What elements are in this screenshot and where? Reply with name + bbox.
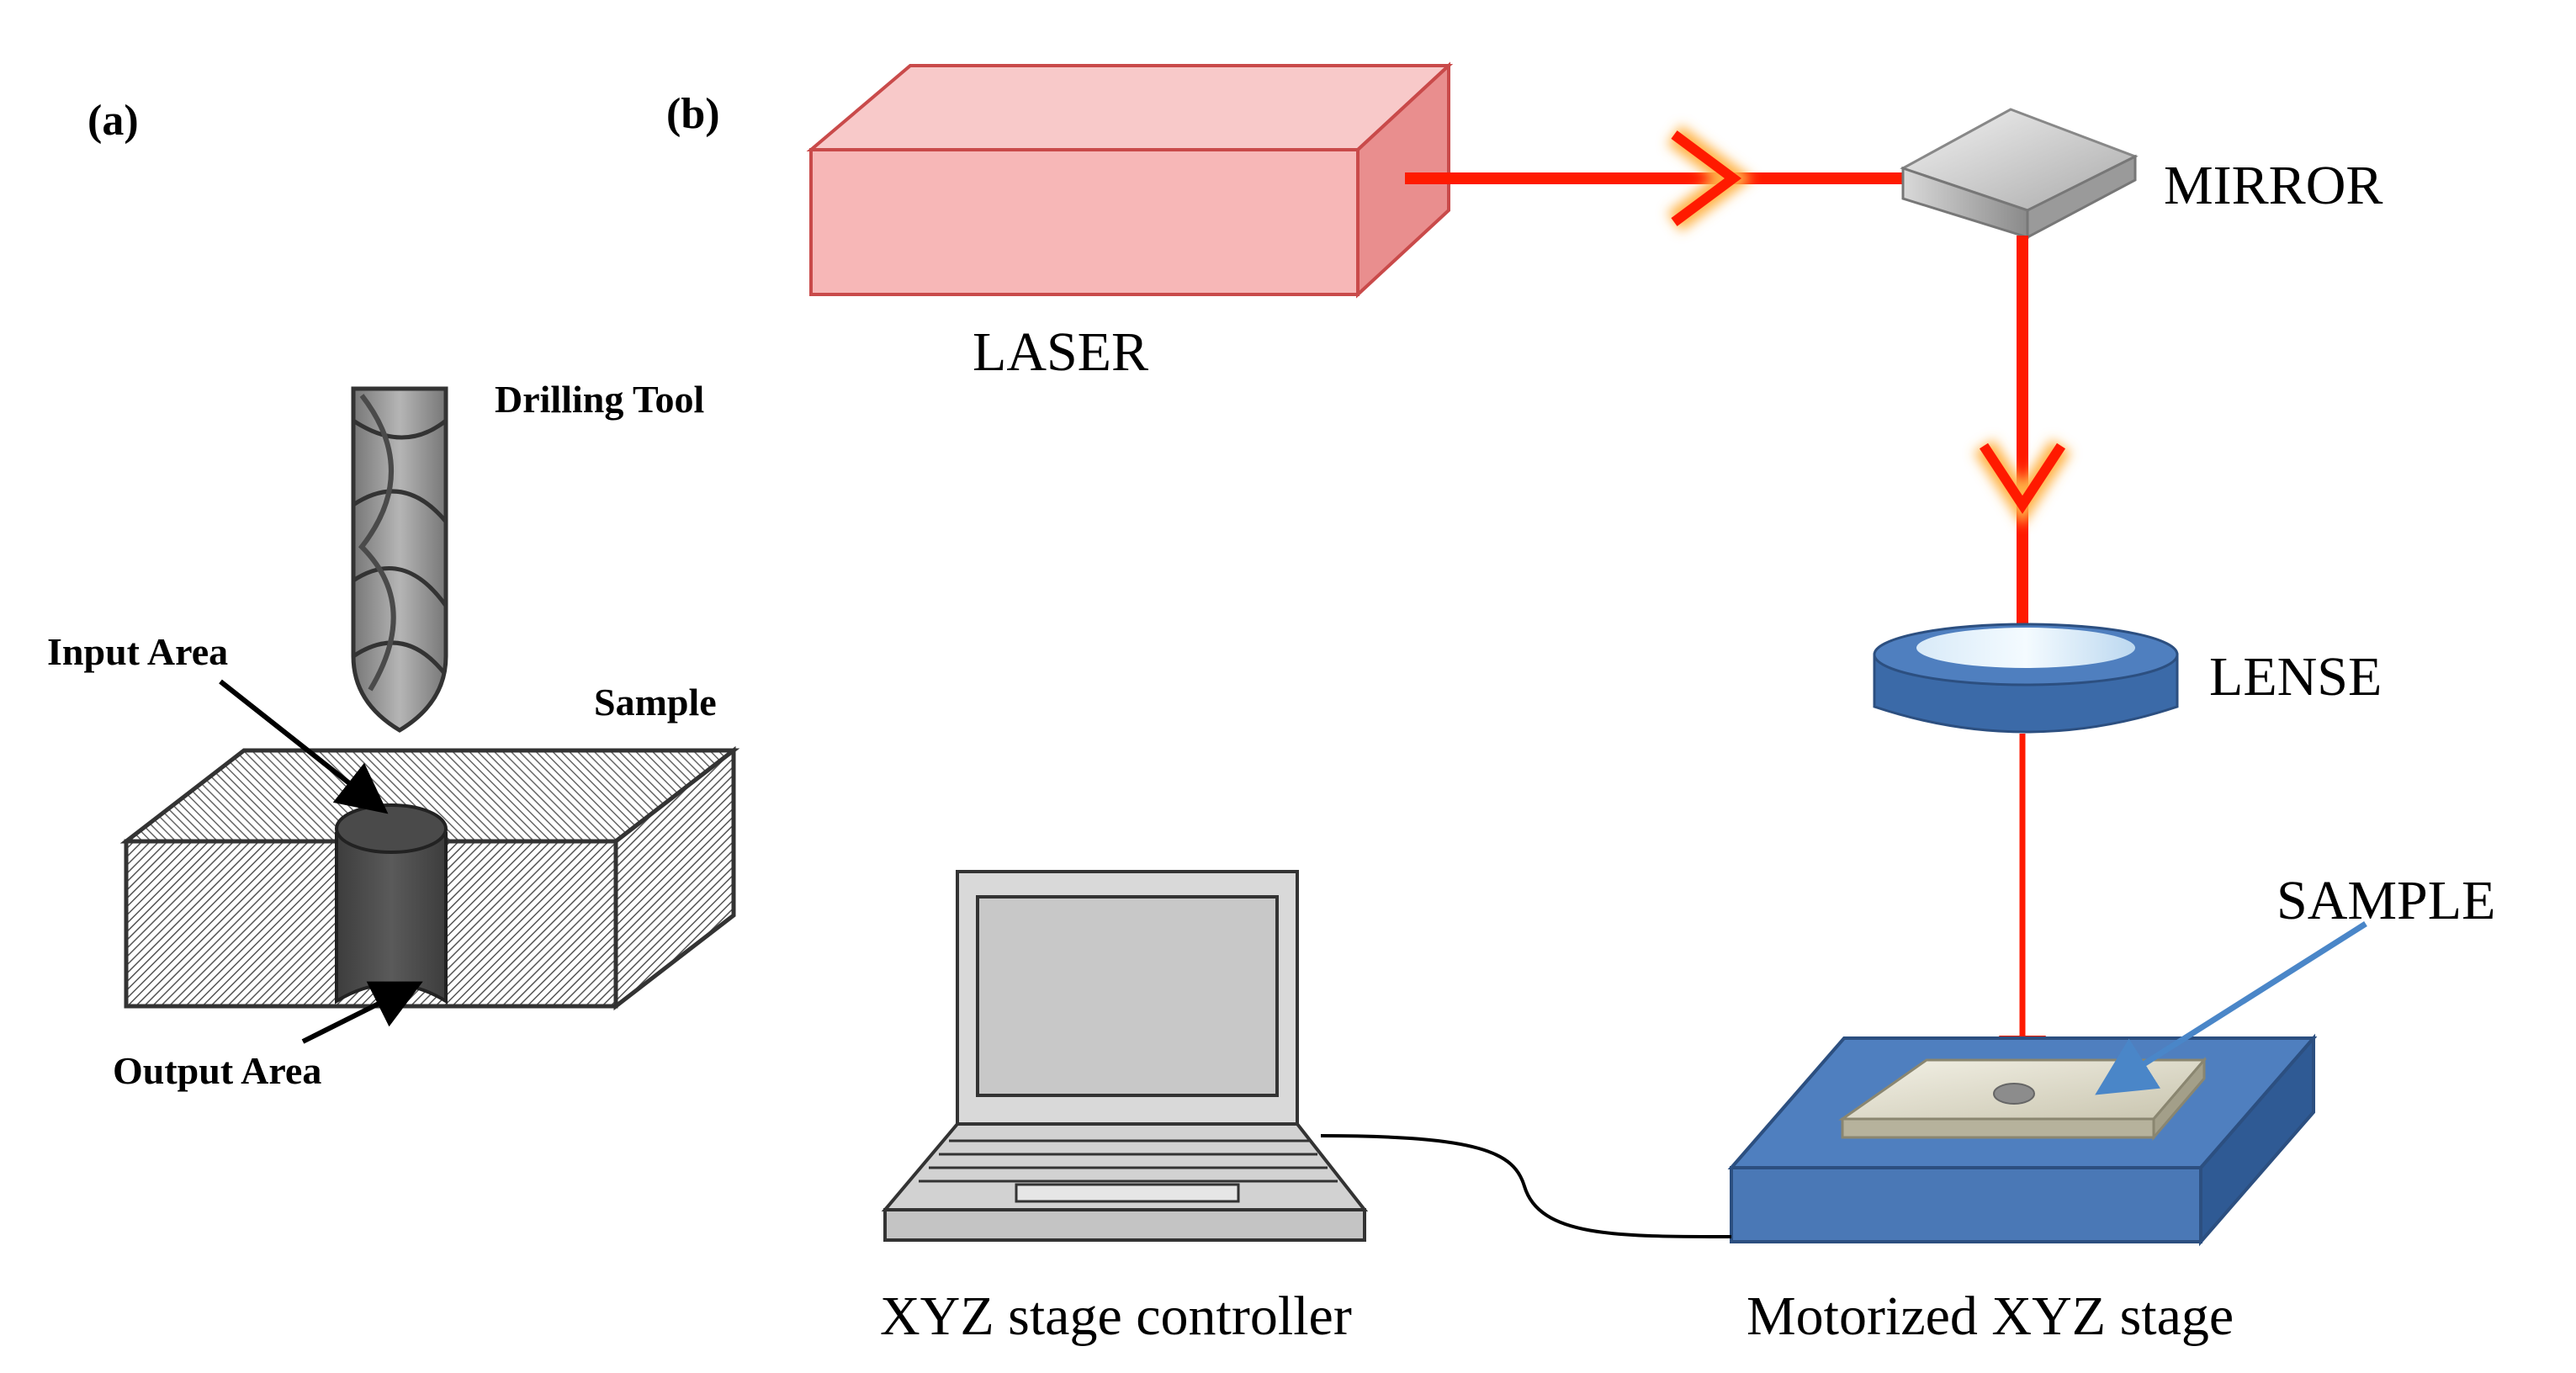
lens xyxy=(1873,623,2179,734)
laptop xyxy=(881,870,1369,1242)
mirror xyxy=(1900,108,2139,240)
laser-beam-vertical xyxy=(1974,236,2071,631)
drilling-tool-label: Drilling Tool xyxy=(495,378,704,421)
laser-box xyxy=(806,61,1454,299)
output-area-arrow xyxy=(301,981,423,1044)
controller-label: XYZ stage controller xyxy=(880,1286,1352,1347)
mirror-label: MIRROR xyxy=(2164,155,2383,216)
laser-label: LASER xyxy=(973,321,1148,383)
input-area-arrow xyxy=(219,679,389,814)
sample-pointer-arrow xyxy=(2095,921,2367,1095)
output-area-label: Output Area xyxy=(113,1049,321,1092)
panel-a: (a) Drilling Tool Sample Input Area Outp… xyxy=(47,97,740,1092)
sample-label-a: Sample xyxy=(594,681,717,724)
sample-label-b: SAMPLE xyxy=(2277,870,2495,931)
panel-b: (b) LASER MIRROR xyxy=(666,61,2495,1347)
panel-b-label: (b) xyxy=(666,90,720,138)
lense-label: LENSE xyxy=(2209,646,2382,708)
drill-bit xyxy=(351,386,448,733)
input-area-label: Input Area xyxy=(47,630,228,673)
panel-a-label: (a) xyxy=(87,97,139,145)
controller-cable xyxy=(1320,1134,1732,1238)
drilled-sample-block xyxy=(119,745,740,1011)
stage-label: Motorized XYZ stage xyxy=(1746,1286,2234,1347)
laser-beam-horizontal xyxy=(1405,125,1927,232)
